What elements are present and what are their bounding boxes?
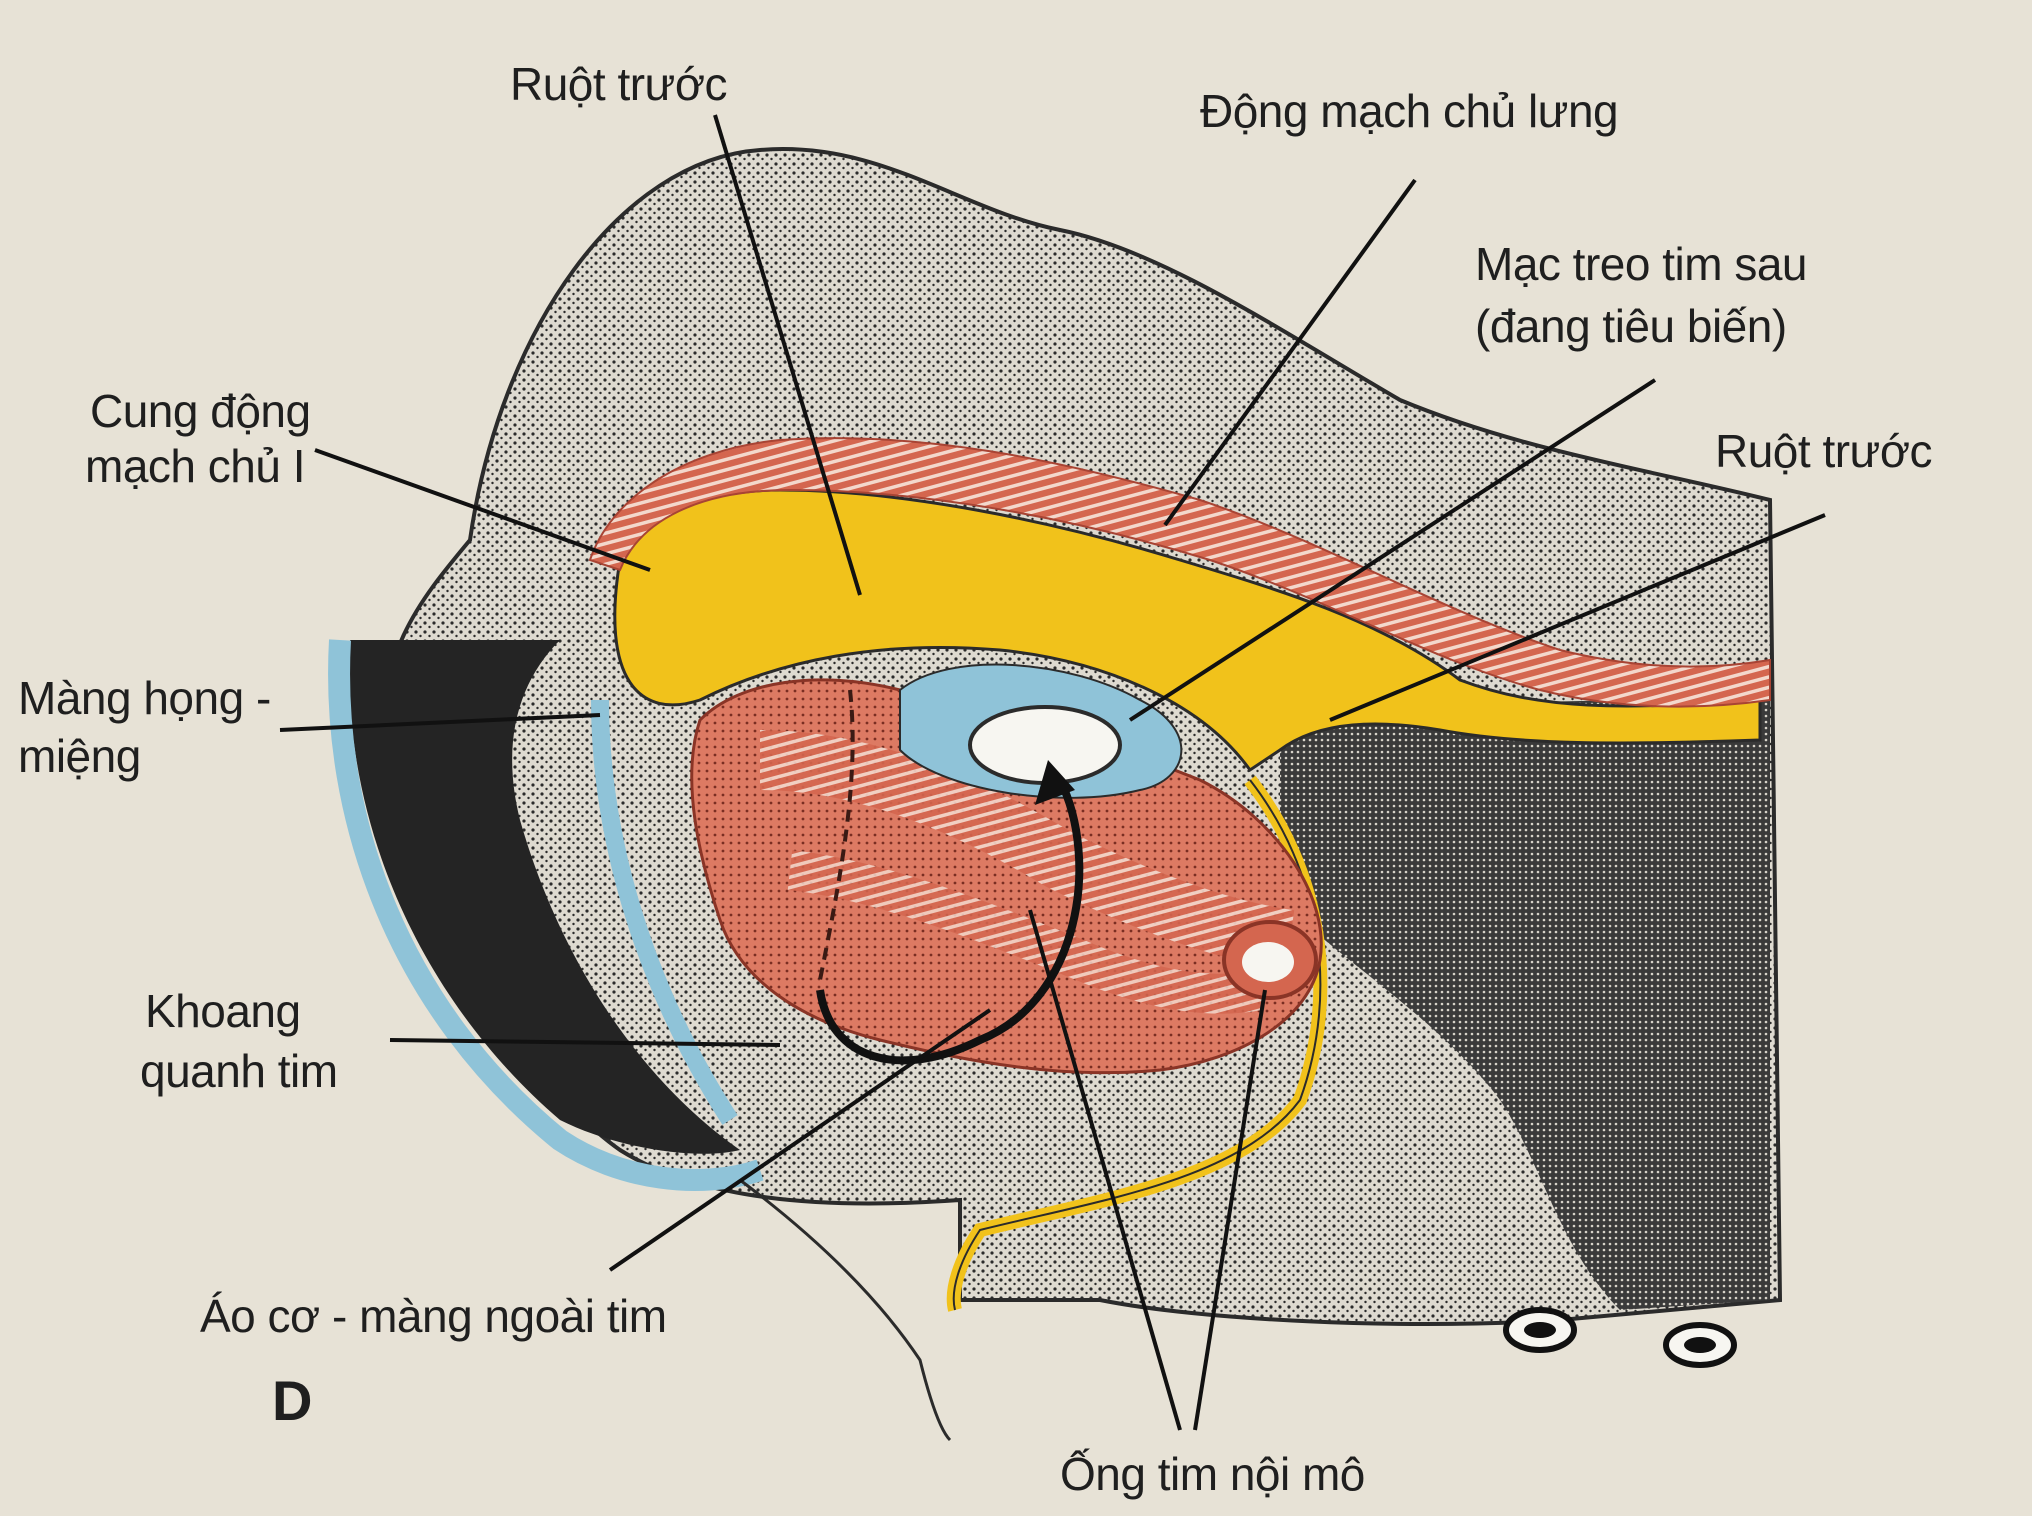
dark-region-left [349,640,740,1154]
label-cung-dong-line2: mạch chủ I [85,440,306,492]
pericardial-inner [591,699,738,1125]
foregut-endoderm [613,488,1762,773]
label-cung-dong-line1: Cung động [90,385,311,437]
heart-tube-folds [759,730,1295,970]
dark-region-right [1280,700,1770,1310]
label-dong-mach-chu-lung: Động mạch chủ lưng [1200,85,1619,137]
dashed-boundary [818,689,855,981]
label-ong-tim-noi-mo: Ống tim nội mô [1060,1448,1365,1500]
label-mac-treo-line1: Mạc treo tim sau [1475,238,1808,290]
label-ruot-truoc-top: Ruột trước [510,58,728,110]
dorsal-aorta [588,437,1771,708]
label-ao-co: Áo cơ - màng ngoài tim [200,1290,667,1342]
label-khoang-line2: quanh tim [140,1045,338,1097]
label-khoang-line1: Khoang [145,985,301,1037]
label-ruot-truoc-right: Ruột trước [1715,425,1933,477]
arrow-curve-main [816,778,1084,1065]
label-mang-hong-line2: miệng [18,730,141,782]
label-mac-treo-line2: (đang tiêu biến) [1475,300,1787,352]
left-lower-curve [739,1178,952,1442]
leader-lines [279,114,1826,1431]
label-mang-hong-line1: Màng họng - [18,672,271,724]
pericardial-outline [328,639,764,1191]
panel-letter: D [272,1369,312,1432]
